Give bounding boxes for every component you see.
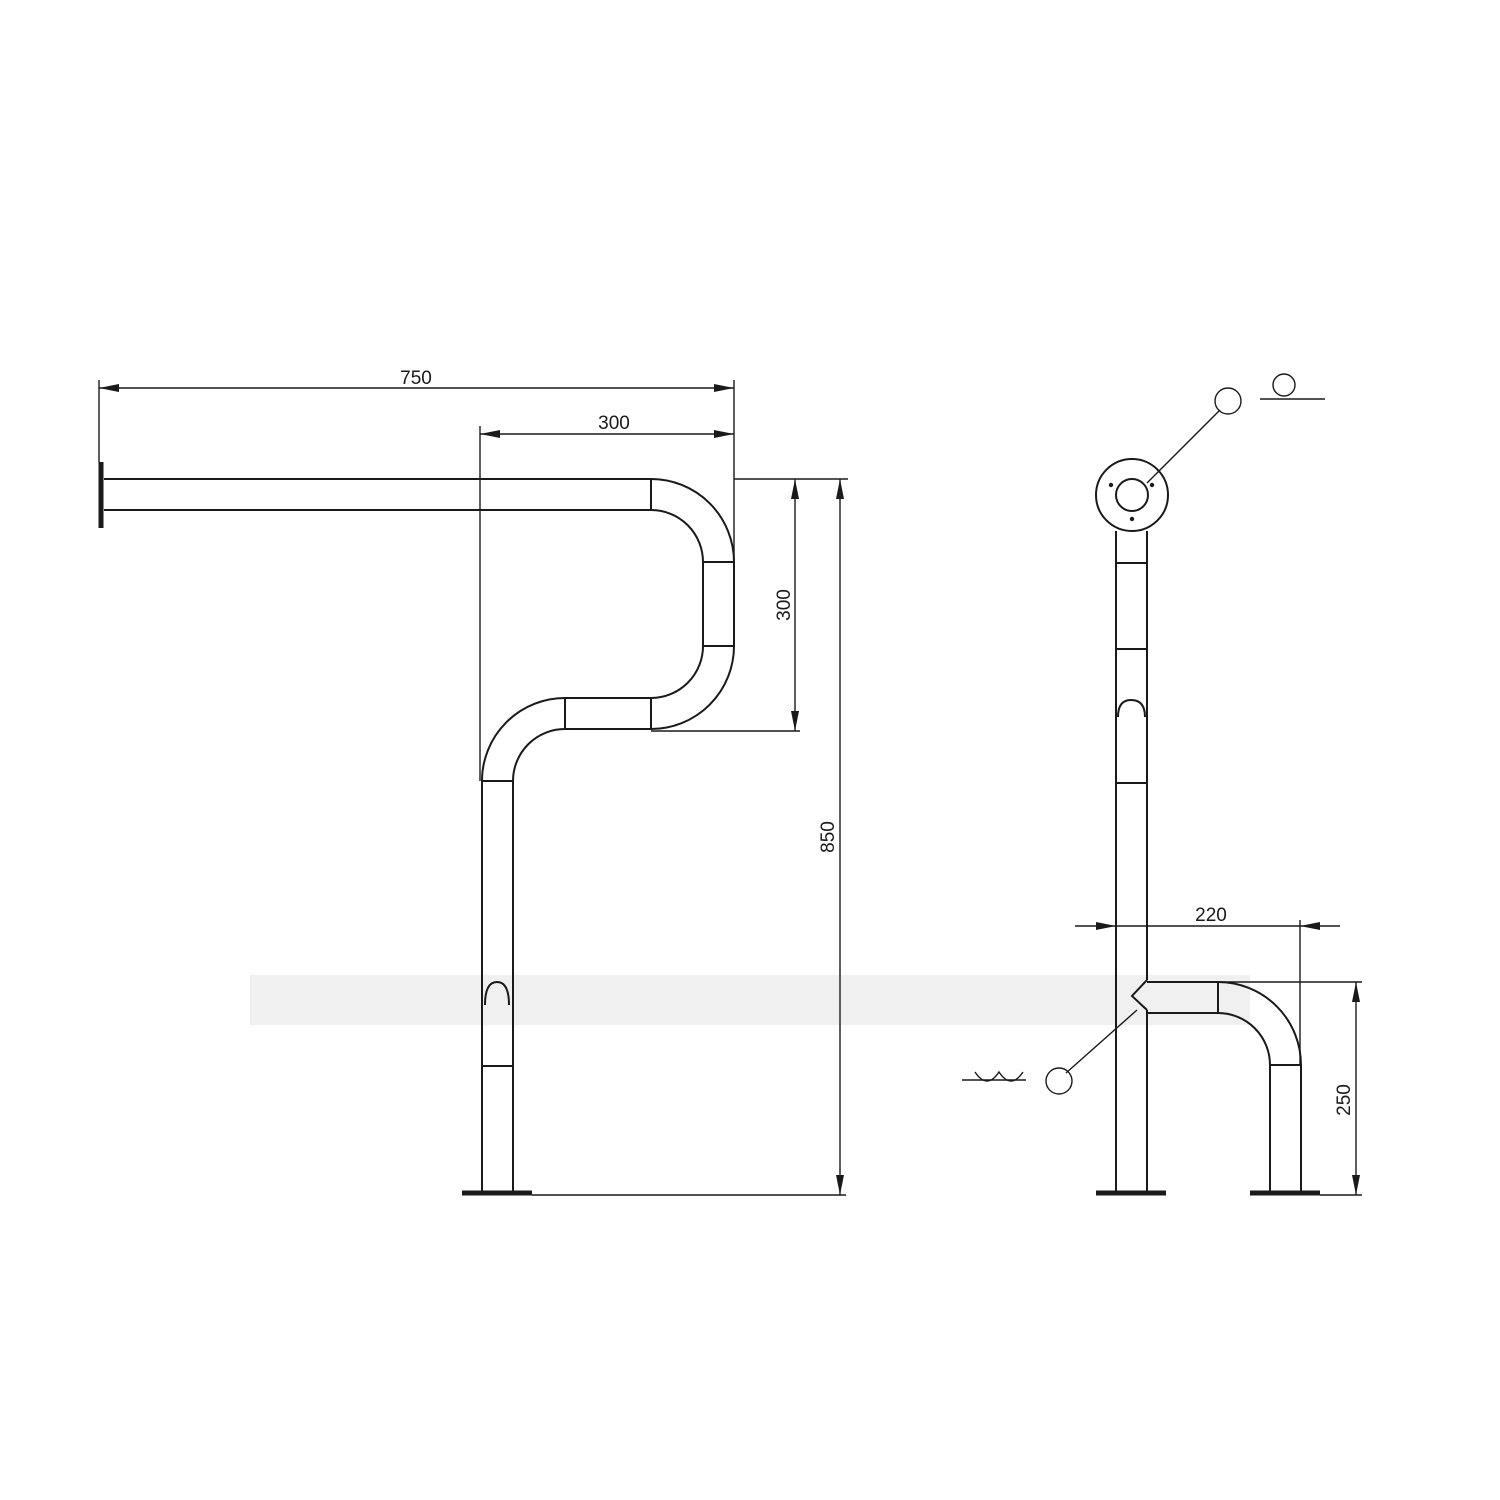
dimension-label-300-width: 300 (598, 413, 630, 434)
front-view: 750 300 300 850 (98, 368, 848, 1196)
dimension-foot-reach: 220 (1075, 905, 1340, 1065)
offset-vertical-pipe (702, 562, 735, 647)
side-foot-branch (1130, 979, 1302, 1193)
side-main-post (1115, 531, 1148, 1193)
floor-leg (481, 781, 514, 1193)
dimension-offset-width: 300 (479, 413, 734, 781)
dimension-total-height: 850 (532, 479, 846, 1196)
offset-lower-bend (650, 645, 735, 730)
dimension-label-220: 220 (1195, 905, 1227, 926)
offset-horizontal-pipe (564, 697, 651, 730)
watermark-band (250, 975, 1250, 1025)
dimension-label-300-height: 300 (774, 589, 795, 621)
dimension-foot-height: 250 (1218, 981, 1362, 1196)
detail-callout-bottom (962, 1009, 1138, 1095)
leg-bend (481, 697, 566, 782)
horizontal-rail (104, 478, 651, 511)
side-view: 220 250 (962, 373, 1362, 1196)
upper-bend (650, 478, 735, 563)
dimension-label-850: 850 (818, 821, 839, 853)
wall-rosette (1095, 458, 1169, 532)
dimension-overall-length: 750 (98, 368, 735, 562)
dimension-label-750: 750 (400, 368, 432, 389)
dimension-offset-height: 300 (651, 478, 848, 732)
dimension-label-250: 250 (1334, 1084, 1355, 1116)
detail-callout-top (1146, 373, 1325, 484)
